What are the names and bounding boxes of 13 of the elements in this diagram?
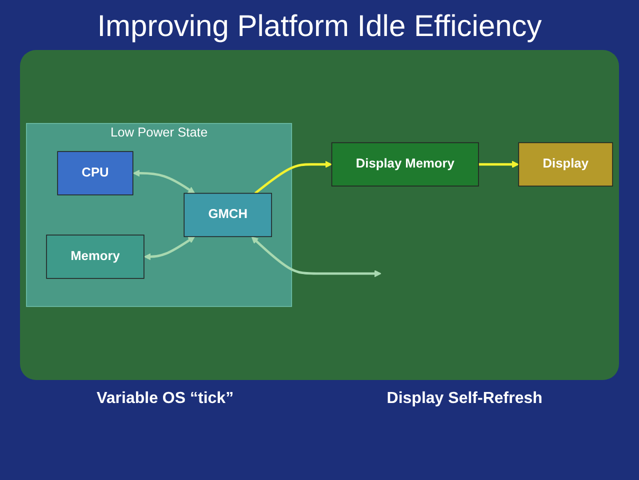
node-box: Display <box>518 142 613 186</box>
arrow <box>478 160 519 168</box>
node-box: Display Memory <box>331 142 479 186</box>
slide-title: Improving Platform Idle Efficiency <box>96 9 543 45</box>
arrow <box>251 236 382 278</box>
note-text: Display Self-Refresh <box>386 390 542 408</box>
note-text: Variable OS “tick” <box>96 390 234 408</box>
arrow <box>132 170 196 194</box>
node-box: CPU <box>57 151 134 196</box>
node-box: Memory <box>46 234 144 279</box>
arrow <box>144 236 196 260</box>
arrow <box>254 160 332 194</box>
node-box: GMCH <box>184 192 272 238</box>
